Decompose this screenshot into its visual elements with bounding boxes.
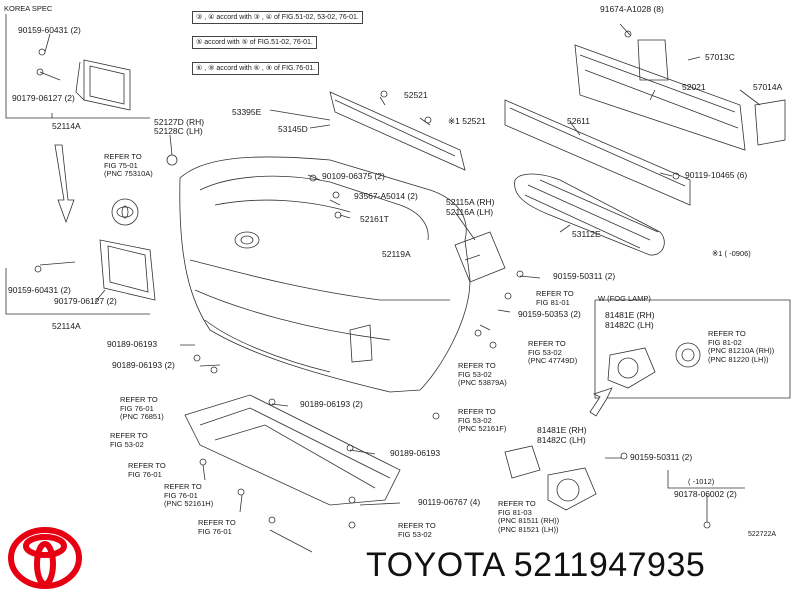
part-label: 52128C (LH)	[154, 126, 203, 136]
part-label: 81481E (RH)	[605, 310, 655, 320]
part-label: 52119A	[382, 249, 411, 259]
absorber	[504, 99, 691, 206]
part-label: 90109-06375 (2)	[322, 171, 385, 181]
part-label: 90189-06193	[107, 339, 158, 349]
part-label: 93567-A5014 (2)	[354, 191, 418, 201]
license-bracket-top	[83, 59, 131, 111]
part-label: 90159-60431 (2)	[18, 25, 81, 35]
korea-spec-label: KOREA SPEC	[4, 4, 53, 13]
toyota-logo-icon	[8, 527, 82, 589]
part-label: 52521	[404, 90, 428, 100]
part-label: 90189-06193	[390, 448, 441, 458]
part-label: 90159-50311 (2)	[553, 271, 616, 281]
fog-lamp-1	[607, 347, 656, 389]
fog-lamp-label: W (FOG LAMP)	[598, 294, 651, 303]
note-label: ( -1012)	[688, 477, 715, 486]
license-bracket-bottom	[99, 239, 156, 301]
fog-bulb	[675, 342, 701, 368]
part-label: 90159-50353 (2)	[518, 309, 581, 319]
part-label: 53395E	[232, 107, 262, 117]
part-label: 52115A (RH)	[446, 197, 495, 207]
part-label: 90179-06127 (2)	[12, 93, 75, 103]
side-bracket	[454, 231, 506, 283]
undercover	[184, 394, 401, 506]
part-label: 52114A	[52, 321, 81, 331]
part-label: 81482C (LH)	[537, 435, 586, 445]
part-label: 90159-60431 (2)	[8, 285, 71, 295]
part-number-title: TOYOTA 5211947935	[366, 546, 706, 584]
diagram-code: 522722A	[748, 531, 777, 538]
part-label: 52021	[682, 82, 706, 92]
part-label: 90119-06767 (4)	[418, 497, 481, 507]
part-label: 57014A	[753, 82, 783, 92]
korea-spec-frame	[5, 14, 150, 119]
part-label: 90179-06127 (2)	[54, 296, 117, 306]
part-label: 90119-10465 (6)	[685, 170, 748, 180]
part-label: 90189-06193 (2)	[112, 360, 175, 370]
part-label: 52114A	[52, 121, 81, 131]
bracket-57014A	[754, 99, 786, 146]
lower-grille	[514, 173, 665, 256]
part-label: 53145D	[278, 124, 308, 134]
fog-cover	[504, 445, 541, 479]
part-label: 81481E (RH)	[537, 425, 587, 435]
part-label: 90189-06193 (2)	[300, 399, 363, 409]
part-label: 52127D (RH)	[154, 117, 205, 127]
part-label: 90159-50311 (2)	[630, 452, 693, 462]
arrow-down	[54, 144, 75, 224]
part-label: 52611	[567, 116, 591, 126]
legend-note-2: ⑤ accord with ⑤ of FIG.51-02, 76-01.	[192, 36, 317, 49]
reinforcement	[574, 44, 746, 151]
part-label: 53112E	[572, 229, 601, 239]
part-label: 90178-06002 (2)	[674, 489, 737, 499]
part-label: 52116A (LH)	[446, 207, 494, 217]
part-label: 91674-A1028 (8)	[600, 4, 664, 14]
legend-note-3: ⑥ , ⑨ accord with ⑥ , ⑨ of FIG.76-01.	[192, 62, 320, 75]
bracket-57013C	[637, 39, 669, 81]
note-label: ※1 ( -0906)	[712, 249, 751, 258]
upper-strip	[329, 91, 466, 171]
fog-lamp-2	[547, 467, 597, 511]
fog-lamp-frame	[594, 299, 791, 399]
emblem	[111, 198, 139, 226]
part-label: ※1 52521	[448, 116, 486, 126]
bumper-cover	[179, 156, 471, 393]
part-label: 81482C (LH)	[605, 320, 654, 330]
part-label: 52161T	[360, 214, 389, 224]
part-label: 57013C	[705, 52, 735, 62]
legend-note-1: ③ , ④ accord with ③ , ④ of FIG.51-02, 53…	[192, 11, 363, 24]
